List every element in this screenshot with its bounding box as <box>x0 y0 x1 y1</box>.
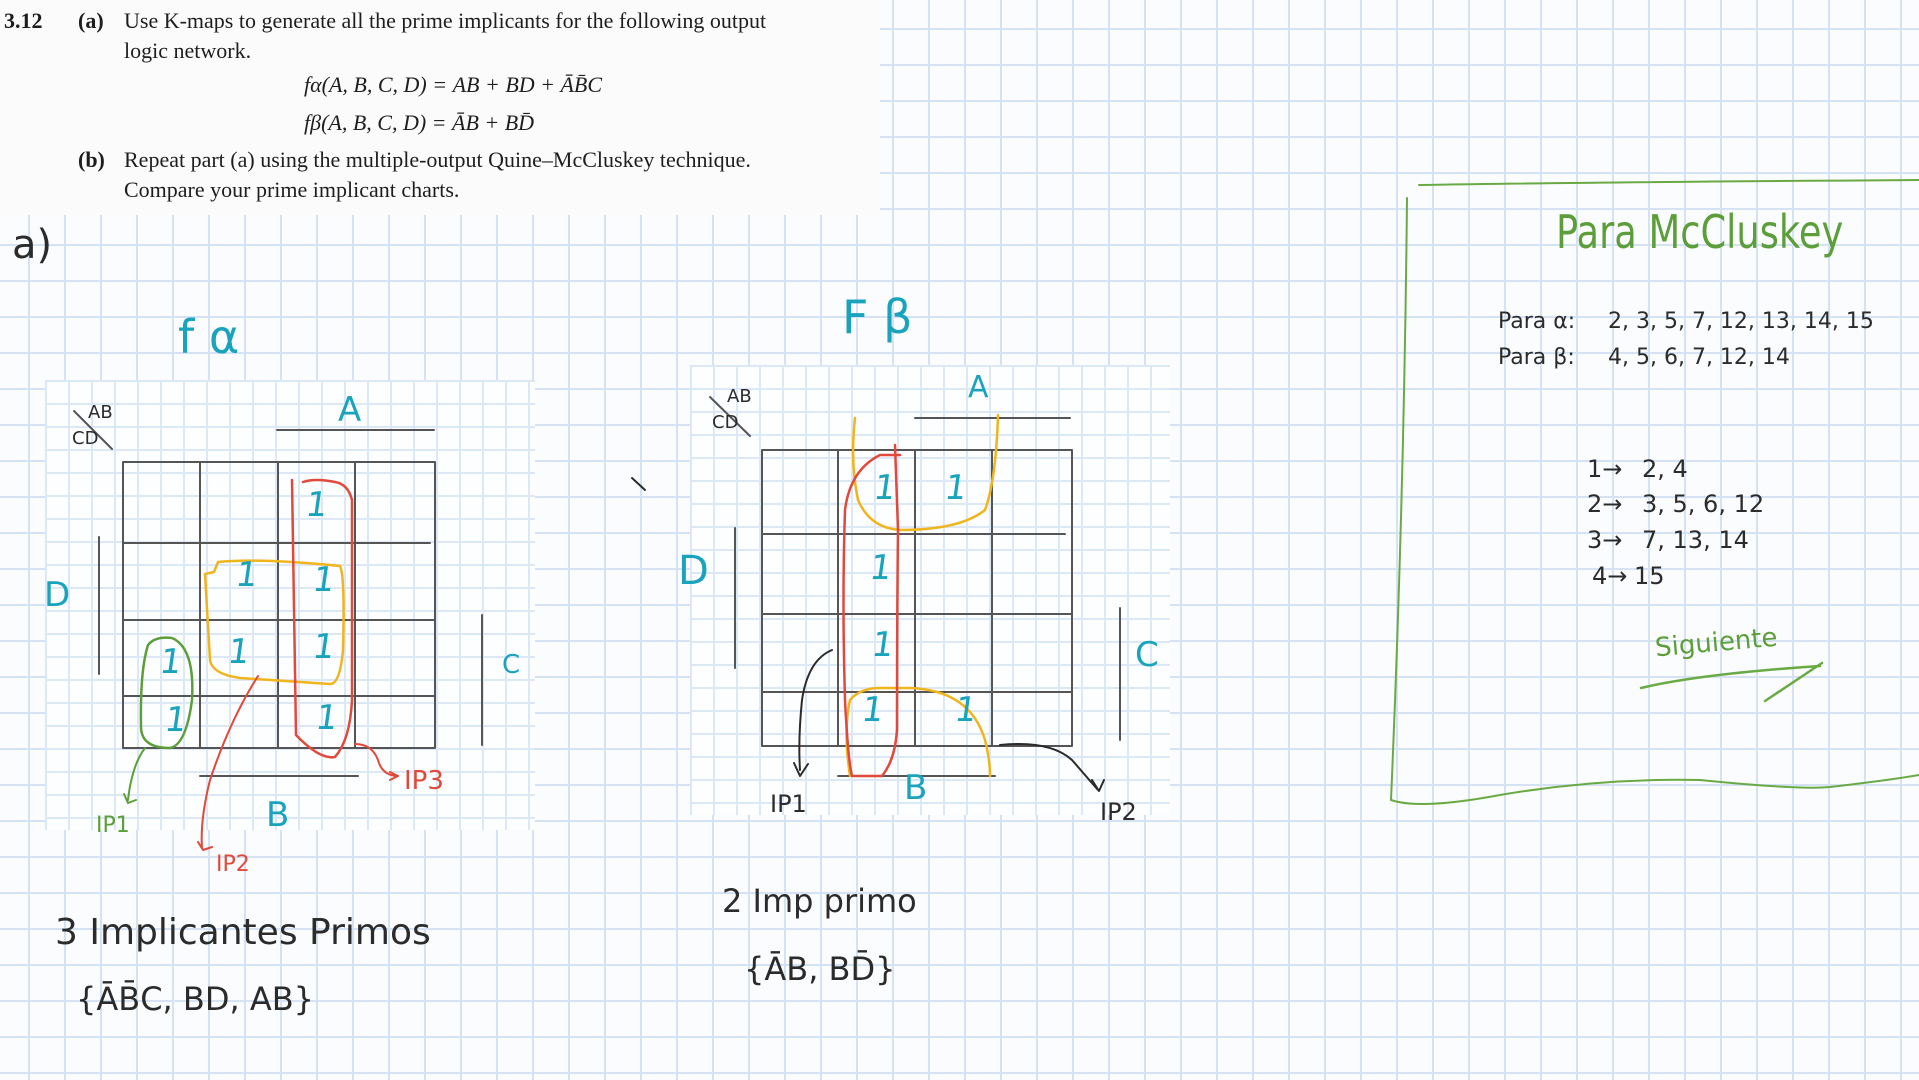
part-a-label: (a) <box>78 8 104 33</box>
group-3-values: 7, 13, 14 <box>1642 526 1749 554</box>
kmap-alpha-corner-ab: AB <box>88 402 113 423</box>
part-a-text-line1: Use K-maps to generate all the prime imp… <box>124 8 767 33</box>
ip3-arrow-alpha <box>354 743 399 781</box>
kmap-beta-label-c: C <box>1135 635 1159 675</box>
group-3-label: 3→ <box>1587 526 1623 554</box>
problem-number: 3.12 <box>4 8 43 33</box>
problem-statement: 3.12 (a) Use K-maps to generate all the … <box>0 0 880 215</box>
ip1-arrow-beta <box>793 649 833 777</box>
kmap-beta-group-bd-top <box>851 413 1000 532</box>
equation-beta: fβ(A, B, C, D) = ĀB + BD̄ <box>304 110 535 135</box>
kmap-alpha-title: f α <box>178 310 240 364</box>
group-2-label: 2→ <box>1587 490 1623 518</box>
kmap-alpha-paste <box>45 380 535 830</box>
stray-mark <box>631 477 646 491</box>
kmap-beta-ip2-label: IP2 <box>1100 798 1137 826</box>
group-1-values: 2, 4 <box>1642 455 1688 483</box>
kmap-beta-summary: 2 Imp primo <box>722 882 917 920</box>
kmap-beta-label-d: D <box>678 548 709 594</box>
kmap-beta-corner-ab: AB <box>727 386 752 407</box>
alpha-minterms-label: Para α: <box>1498 309 1576 334</box>
mccluskey-title: Para McCluskey <box>1556 205 1844 259</box>
kmap-alpha-group-abc <box>139 636 194 750</box>
beta-minterms: 4, 5, 6, 7, 12, 14 <box>1608 345 1790 370</box>
kmap-alpha-ip3-label: IP3 <box>404 766 444 796</box>
kmap-beta-group-bd-bottom <box>845 686 992 778</box>
next-arrow-icon <box>1639 661 1824 703</box>
part-b-text-line1: Repeat part (a) using the multiple-outpu… <box>124 147 751 172</box>
kmap-alpha-label-b: B <box>266 795 290 835</box>
kmap-beta-corner-cd: CD <box>712 412 739 433</box>
kmap-alpha-ip2-label: IP2 <box>216 852 250 877</box>
group-4-values: 15 <box>1634 562 1665 590</box>
kmap-alpha-group-ab <box>290 478 354 759</box>
ip2-arrow-beta <box>999 743 1105 792</box>
kmap-alpha-summary: 3 Implicantes Primos <box>55 912 431 953</box>
kmap-alpha-label-d: D <box>44 575 71 615</box>
kmap-alpha-ip1-label: IP1 <box>96 813 130 838</box>
kmap-alpha-label-c: C <box>502 650 521 680</box>
alpha-minterms: 2, 3, 5, 7, 12, 13, 14, 15 <box>1608 309 1874 334</box>
kmap-beta-implicant-set: {ĀB, BD̄} <box>744 950 896 988</box>
part-a-text-line2: logic network. <box>124 38 252 63</box>
kmap-beta-label-a: A <box>968 370 989 405</box>
kmap-beta-ip1-label: IP1 <box>770 790 807 818</box>
beta-minterms-label: Para β: <box>1498 345 1575 370</box>
equation-alpha: fα(A, B, C, D) = AB + BD + ĀB̄C <box>304 72 603 97</box>
ip2-arrow-alpha <box>197 675 259 851</box>
kmap-alpha-corner-cd: CD <box>72 428 99 449</box>
part-b-label: (b) <box>78 147 105 172</box>
kmap-alpha-group-bd <box>203 559 345 686</box>
section-label: a) <box>12 222 53 268</box>
group-1-label: 1→ <box>1587 455 1623 483</box>
kmap-beta-group-ab <box>842 443 902 778</box>
kmap-beta-title: F β <box>842 290 913 344</box>
group-4-label: 4→ <box>1592 562 1628 590</box>
kmap-beta-grid <box>709 396 1121 777</box>
mccluskey-box-top <box>1418 179 1919 186</box>
kmap-alpha-implicant-set: {ĀB̄C, BD, AB} <box>76 980 315 1018</box>
part-b-text-line2: Compare your prime implicant charts. <box>124 177 460 202</box>
kmap-alpha-label-a: A <box>338 390 362 430</box>
ip1-arrow-alpha <box>123 747 146 804</box>
kmap-alpha-grid <box>73 410 483 777</box>
group-2-values: 3, 5, 6, 12 <box>1642 490 1765 518</box>
kmap-beta-paste <box>690 365 1170 815</box>
kmap-beta-label-b: B <box>904 768 928 808</box>
mccluskey-box-left <box>1390 197 1408 801</box>
mccluskey-box-bottom <box>1390 774 1919 805</box>
